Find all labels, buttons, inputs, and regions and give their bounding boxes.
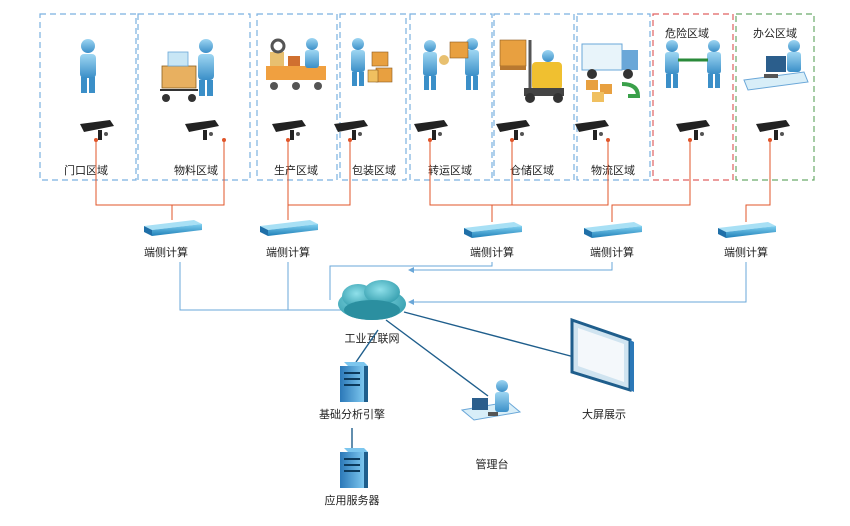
zone-label-storage: 仓储区域: [510, 163, 554, 177]
edge-node-3: [464, 222, 522, 238]
camera-icon: [496, 120, 530, 140]
transfer-people-icon: [423, 38, 479, 90]
analysis-engine-label: 基础分析引擎: [319, 407, 385, 421]
camera-icon: [334, 120, 368, 140]
camera-icon: [575, 120, 609, 140]
zone-box-material: [137, 13, 251, 181]
console-label: 管理台: [476, 457, 509, 471]
zone-box-office: [735, 13, 815, 181]
camera-icon: [756, 120, 790, 140]
zone-box-transfer: [409, 13, 493, 181]
camera-icon: [414, 120, 448, 140]
edge-node-4: [584, 222, 642, 238]
zone-label-transfer: 转运区域: [428, 163, 472, 177]
camera-links: [95, 140, 771, 222]
packing-boxes-icon: [351, 38, 393, 86]
production-machine-icon: [266, 38, 326, 90]
zone-box-gate: [39, 13, 137, 181]
console-workstation-icon: [460, 380, 522, 421]
zone-label-production: 生产区域: [274, 163, 318, 177]
big-screen-label: 大屏展示: [582, 407, 626, 421]
zone-box-packing: [339, 13, 407, 181]
zone-box-logistics: [576, 13, 651, 181]
cloud-device-links: [351, 311, 579, 448]
app-server-icon: [340, 448, 368, 488]
network-arrows: [408, 267, 414, 305]
camera-icon: [185, 120, 219, 140]
app-server-label: 应用服务器: [325, 493, 380, 507]
zone-box-danger: [652, 13, 734, 181]
zone-label-packing: 包装区域: [352, 164, 396, 177]
cloud-icon: [338, 280, 406, 320]
person-icon: [80, 39, 96, 93]
camera-row: [80, 120, 790, 140]
zone-boxes: [39, 13, 815, 181]
zone-box-storage: [493, 13, 575, 181]
forklift-icon: [499, 39, 564, 103]
zone-label-gate: 门口区域: [64, 163, 108, 177]
danger-zone-workers-icon: [665, 40, 721, 88]
logistics-truck-icon: [581, 43, 641, 102]
edge-node-label-1: 端侧计算: [144, 245, 188, 259]
edge-node-label-5: 端侧计算: [724, 245, 768, 259]
camera-link-dots: [94, 138, 772, 142]
camera-icon: [80, 120, 114, 140]
zone-label-office: 办公区域: [753, 27, 797, 40]
camera-icon: [272, 120, 306, 140]
network-links: [179, 262, 747, 311]
zone-label-material: 物料区域: [174, 163, 218, 177]
edge-node-5: [718, 222, 776, 238]
monitor-icon: [570, 317, 634, 393]
edge-node-1: [144, 220, 202, 236]
edge-node-label-2: 端侧计算: [266, 245, 310, 259]
analysis-engine-server-icon: [340, 362, 368, 402]
camera-icon: [676, 120, 710, 140]
material-cart-icon: [160, 39, 214, 102]
office-desk-icon: [743, 40, 809, 91]
zone-box-production: [256, 13, 338, 181]
edge-node-label-3: 端侧计算: [470, 245, 514, 259]
edge-node-2: [260, 220, 318, 236]
zone-label-danger: 危险区域: [665, 26, 709, 40]
edge-node-label-4: 端侧计算: [590, 245, 634, 259]
zone-label-logistics: 物流区域: [591, 163, 635, 177]
